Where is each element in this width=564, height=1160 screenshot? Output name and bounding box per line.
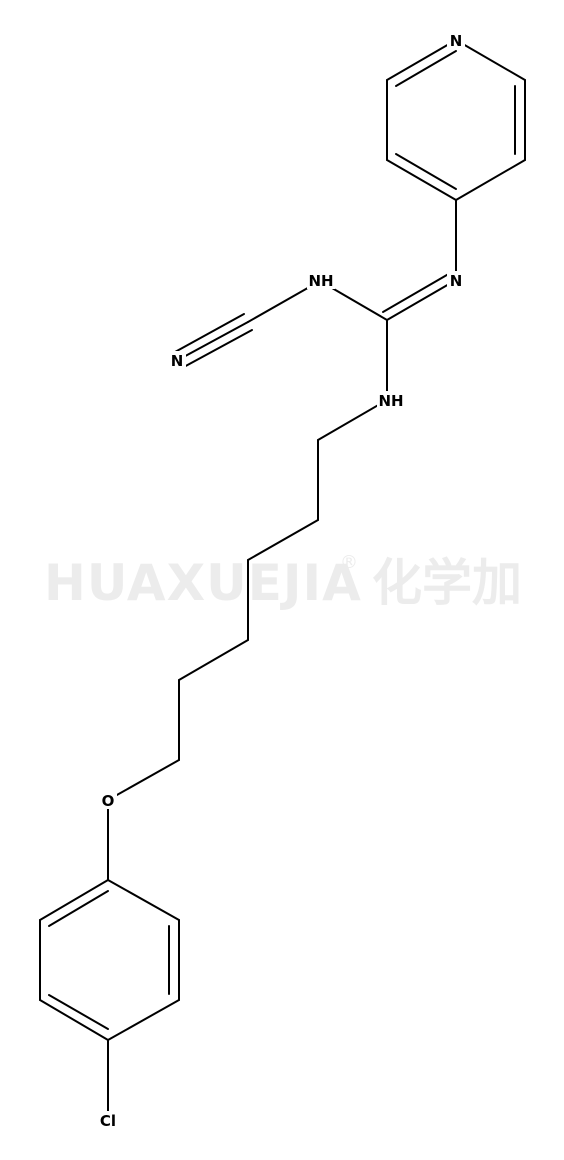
watermark-registered-mark: ® xyxy=(340,552,358,573)
atom-nitrile-nitrogen: N xyxy=(171,352,184,370)
bond-chain-1 xyxy=(317,399,388,441)
bond-pyridine-c6-n-inner xyxy=(395,50,457,87)
atom-ether-oxygen: O xyxy=(102,792,115,810)
atom-labels: N N NH N NH O Cl xyxy=(96,31,465,1130)
bond-nitrile-2 xyxy=(174,313,245,353)
bond-nitrile-1 xyxy=(177,321,249,361)
watermark-brand-cjk: 化学加 xyxy=(372,554,522,612)
bond-chain-ether xyxy=(107,759,180,801)
atom-nh-chain: NH xyxy=(378,392,403,410)
atom-pyridine-nitrogen: N xyxy=(450,32,463,50)
bond-phenyl-c4-c5-inner xyxy=(48,994,109,1030)
bond-phenyl-c6-c1 xyxy=(39,879,109,921)
bond-imine-double-a xyxy=(386,279,457,321)
bond-imine-double-b xyxy=(382,271,453,313)
bond-pyridine-c4-c5-inner xyxy=(395,153,457,190)
bond-chain-5 xyxy=(178,639,249,681)
bonds xyxy=(39,39,526,1121)
atom-nh-cyano: NH xyxy=(308,272,333,290)
bond-pyridine-c6-n xyxy=(386,39,457,81)
bond-pyridine-c3-c4 xyxy=(455,159,526,201)
bond-phenyl-c6-c1-inner xyxy=(48,890,109,927)
watermark-brand-latin: HUAXUEJIA xyxy=(44,554,362,612)
bond-pyridine-c4-c5 xyxy=(386,159,457,201)
bond-chain-3 xyxy=(247,519,319,561)
bond-phenyl-c4-c5 xyxy=(39,999,109,1041)
bond-pyridine-n-c2 xyxy=(455,39,526,81)
bond-phenyl-c1-c2 xyxy=(107,879,180,921)
bond-phenyl-c3-c4 xyxy=(107,999,180,1041)
bond-nitrile-3 xyxy=(181,329,253,369)
watermark: HUAXUEJIA ® 化学加 xyxy=(44,552,522,612)
atom-chlorine: Cl xyxy=(100,1112,116,1130)
atom-imine-nitrogen: N xyxy=(450,272,463,290)
